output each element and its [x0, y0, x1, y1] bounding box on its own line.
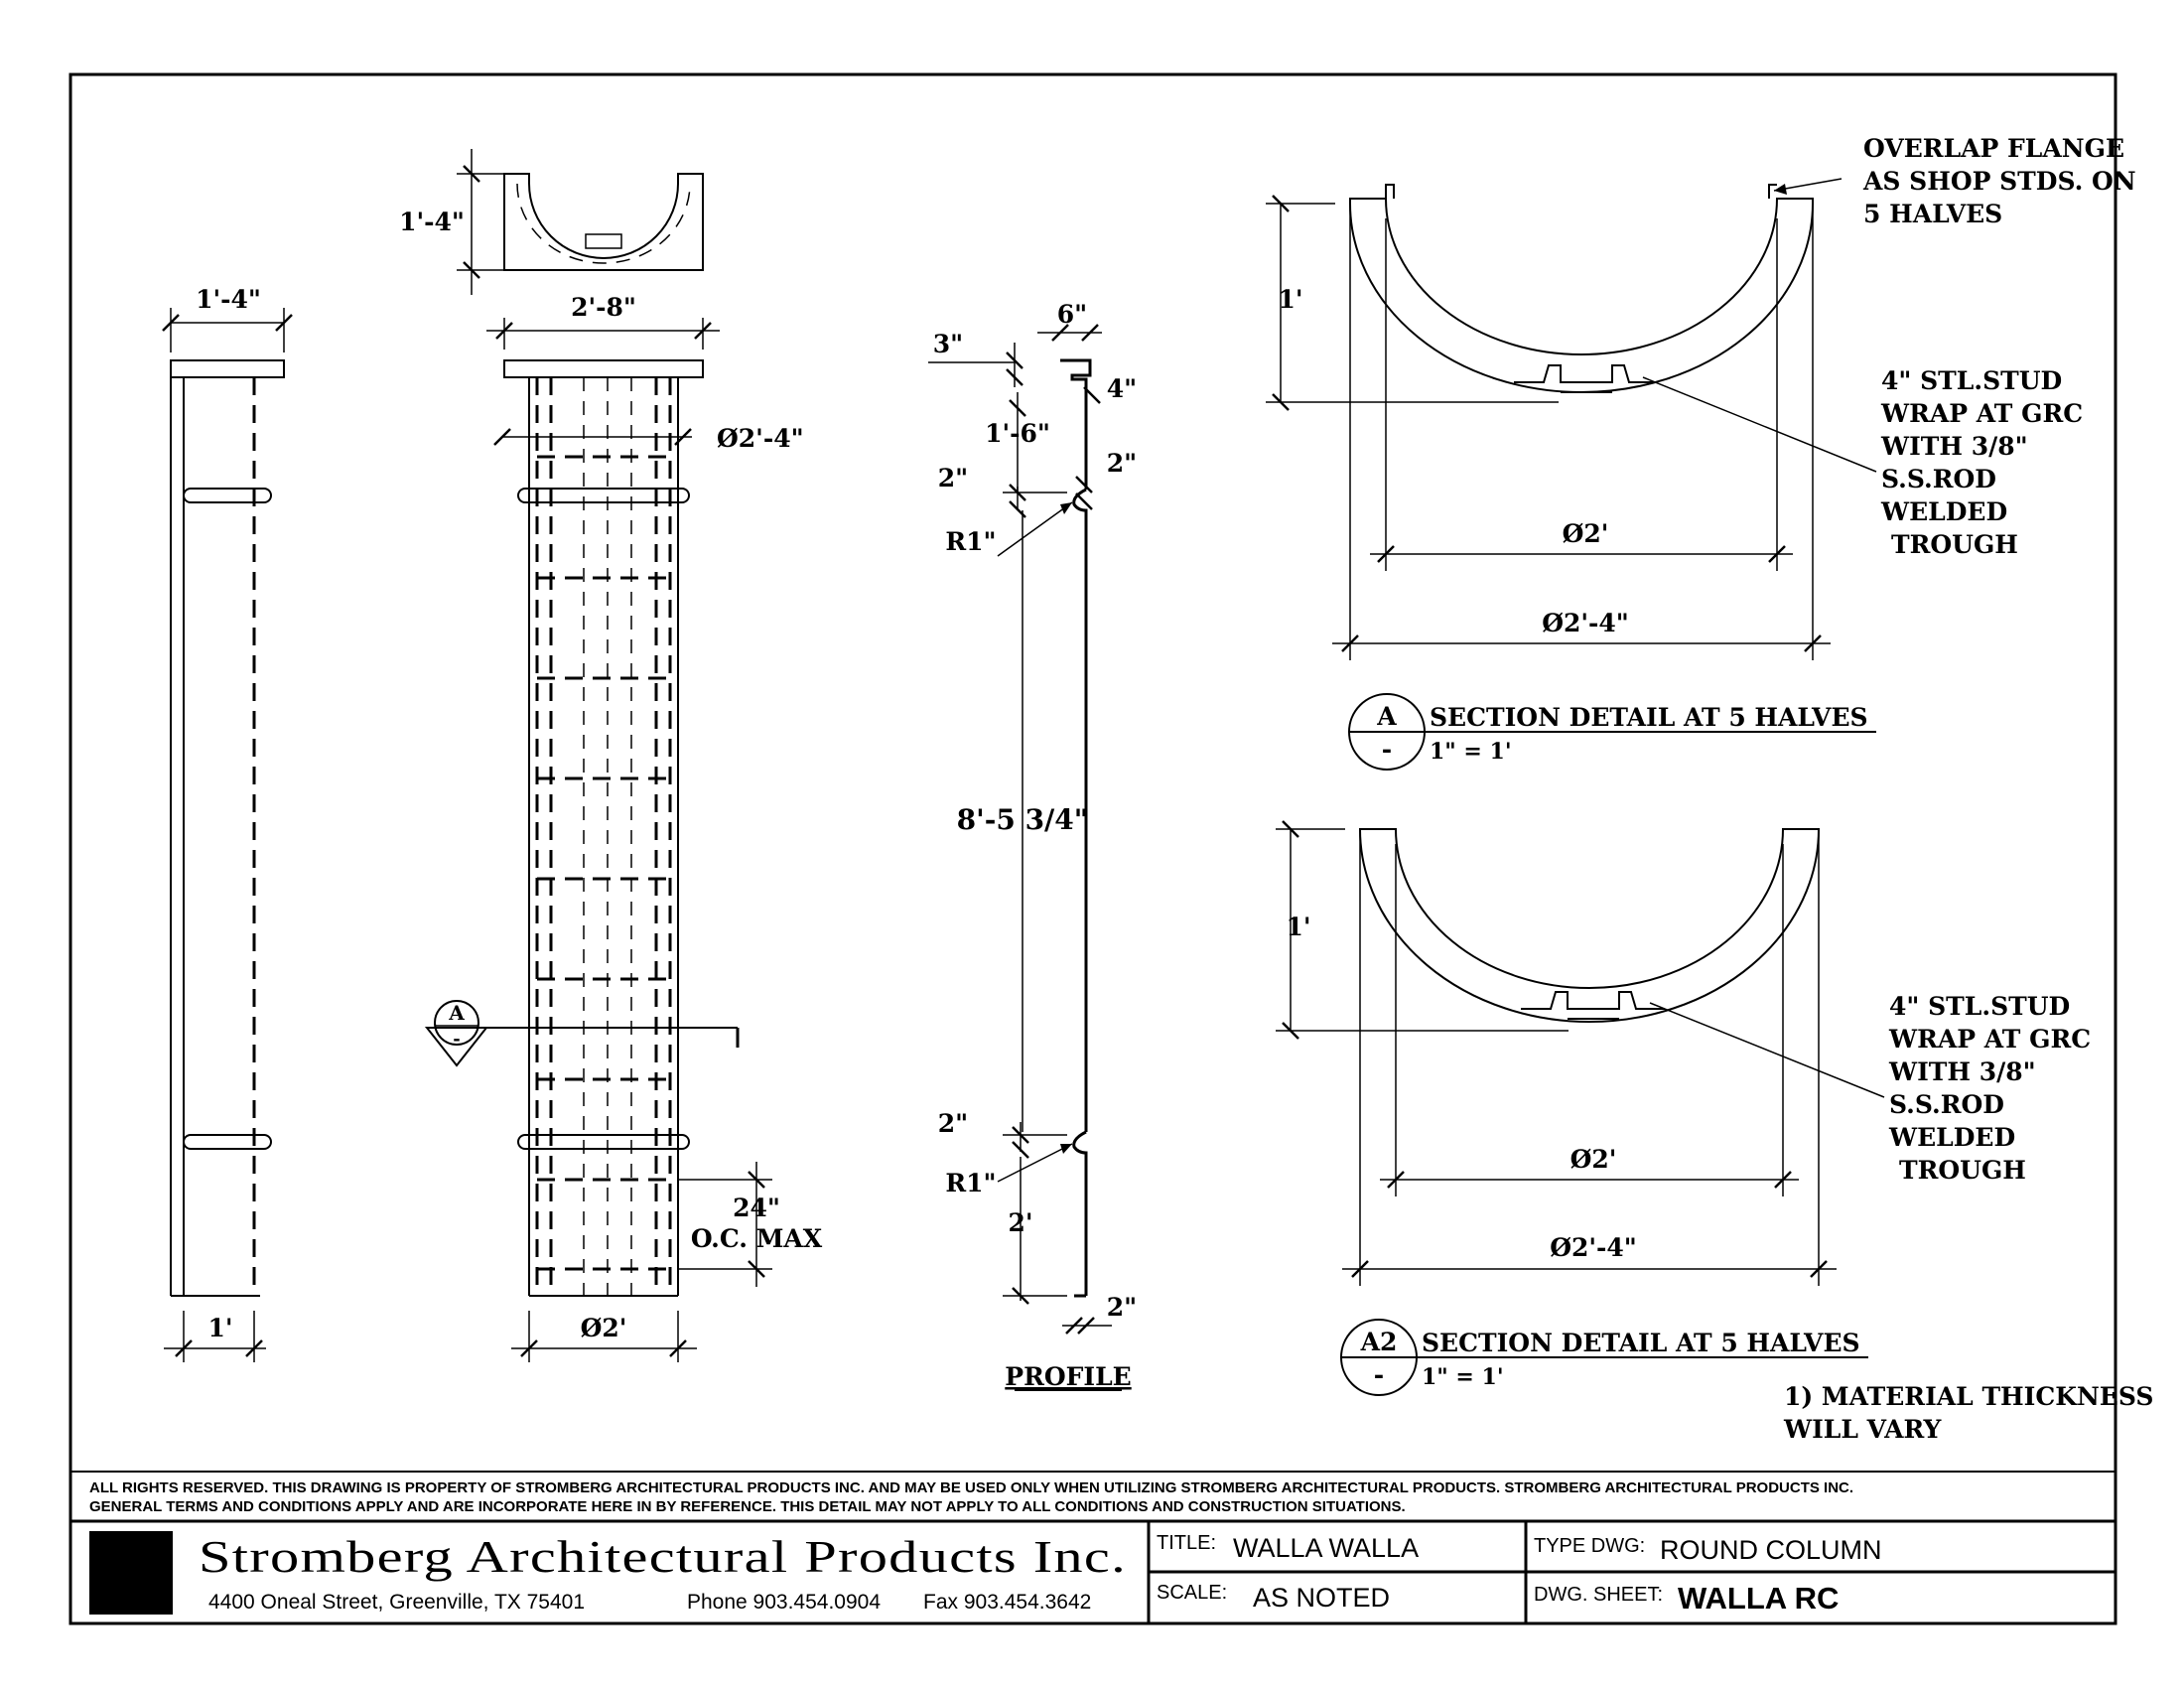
front-shaft-diameter-label: Ø2'-4" — [717, 424, 804, 453]
company-address: 4400 Oneal Street, Greenville, TX 75401 — [208, 1591, 585, 1614]
sheet-border — [68, 72, 2117, 1625]
sheet-label: DWG. SHEET: — [1534, 1584, 1663, 1606]
section-a-stud-note-4: S.S.ROD — [1881, 465, 1996, 493]
profile-height: 8'-5 3/4" — [957, 803, 1089, 836]
section-a2-stud-note-3: WITH 3/8" — [1888, 1057, 2036, 1086]
section-detail-a2: 1' Ø2' Ø2'-4" 4" STL.STUD WRAP AT GRC WI… — [1276, 820, 2091, 1396]
section-a-stud-note-1: 4" STL.STUD — [1881, 366, 2062, 395]
profile-dim-2-bottom-right: 2" — [1107, 1293, 1137, 1322]
section-a2-stud-note-2: WRAP AT GRC — [1888, 1025, 2091, 1054]
profile-dim-3: 3" — [933, 330, 963, 358]
company-phone: Phone 903.454.0904 — [687, 1591, 881, 1614]
company-fax: Fax 903.454.3642 — [923, 1591, 1091, 1614]
profile-dim-1-6: 1'-6" — [985, 419, 1050, 448]
section-a2-stud-note-5: WELDED — [1888, 1123, 2015, 1152]
section-a2-tag-bottom: - — [1374, 1360, 1384, 1389]
front-section-tag-sheet: - — [453, 1029, 460, 1050]
section-a-scale: 1" = 1' — [1430, 739, 1512, 765]
profile-detail: 6" 3" 4" 1'-6" 2" 2" R1" 8'-5 3/4" — [928, 300, 1137, 1391]
disclaimer-line-1: ALL RIGHTS RESERVED. THIS DRAWING IS PRO… — [89, 1479, 1853, 1496]
section-a2-stud-note-4: S.S.ROD — [1889, 1090, 2004, 1119]
company-name: Stromberg Architectural Products Inc. — [199, 1531, 1127, 1582]
section-a-flange-note-3: 5 HALVES — [1863, 200, 2002, 228]
front-elevation: 1'-4" 2'-8" — [399, 149, 823, 1362]
sheet-value: WALLA RC — [1678, 1581, 1839, 1616]
title-value: WALLA WALLA — [1233, 1533, 1419, 1563]
side-top-width-label: 1'-4" — [196, 285, 261, 314]
section-a2-stud-note-1: 4" STL.STUD — [1889, 992, 2070, 1021]
section-a-stud-note-2: WRAP AT GRC — [1880, 399, 2083, 428]
scale-value: AS NOTED — [1253, 1583, 1390, 1613]
front-top-height-label: 1'-4" — [399, 208, 465, 236]
scale-label: SCALE: — [1157, 1582, 1227, 1604]
company-logo — [89, 1531, 173, 1615]
section-a2-stud-note-6: TROUGH — [1899, 1156, 2026, 1185]
profile-title: PROFILE — [1005, 1362, 1131, 1391]
section-a2-height: 1' — [1286, 913, 1310, 941]
section-a-tag-bottom: - — [1382, 735, 1392, 764]
general-notes: 1) MATERIAL THICKNESS WILL VARY — [1783, 1382, 2153, 1444]
section-a2-inner-diameter: Ø2' — [1570, 1145, 1617, 1174]
side-bottom-width-label: 1' — [207, 1314, 232, 1342]
profile-radius-top: R1" — [945, 527, 996, 556]
side-elevation: 1'-4" 1' — [162, 285, 293, 1362]
profile-dim-4: 4" — [1107, 374, 1137, 403]
section-detail-a: 1' Ø2' Ø2'-4" OVERLAP FLANGE AS SHOP STD… — [1266, 134, 2136, 771]
front-bottom-diameter-label: Ø2' — [581, 1314, 627, 1342]
title-label: TITLE: — [1157, 1532, 1216, 1554]
section-a2-title: SECTION DETAIL AT 5 HALVES — [1422, 1329, 1860, 1357]
type-label: TYPE DWG: — [1534, 1535, 1645, 1557]
section-a2-tag-top: A2 — [1360, 1328, 1398, 1356]
front-spacing-label: O.C. MAX — [691, 1224, 823, 1253]
section-a-outer-diameter: Ø2'-4" — [1542, 609, 1629, 637]
front-section-tag-letter: A — [448, 1001, 465, 1025]
section-a-stud-note-6: TROUGH — [1891, 530, 2018, 559]
general-note-1: 1) MATERIAL THICKNESS — [1784, 1382, 2153, 1411]
profile-radius-bottom: R1" — [945, 1169, 996, 1197]
section-a-flange-note-1: OVERLAP FLANGE — [1863, 134, 2124, 163]
disclaimer-line-2: GENERAL TERMS AND CONDITIONS APPLY AND A… — [89, 1498, 1406, 1515]
general-note-2: WILL VARY — [1783, 1415, 1942, 1444]
profile-dim-2-top-left: 2" — [938, 464, 968, 492]
section-a-tag-top: A — [1376, 702, 1397, 731]
section-a2-scale: 1" = 1' — [1422, 1364, 1504, 1390]
section-a-height: 1' — [1278, 285, 1302, 314]
disclaimer: ALL RIGHTS RESERVED. THIS DRAWING IS PRO… — [70, 1471, 2116, 1515]
section-a-stud-note-3: WITH 3/8" — [1880, 432, 2028, 461]
front-top-width-label: 2'-8" — [571, 293, 636, 322]
section-a-title: SECTION DETAIL AT 5 HALVES — [1430, 703, 1868, 732]
profile-dim-2-top-right: 2" — [1107, 449, 1137, 478]
front-spacing-value: 24" — [733, 1194, 780, 1222]
section-a-inner-diameter: Ø2' — [1563, 519, 1609, 548]
section-a-stud-note-5: WELDED — [1880, 497, 2007, 526]
section-a2-outer-diameter: Ø2'-4" — [1550, 1233, 1637, 1262]
title-block: Stromberg Architectural Products Inc. 44… — [70, 1519, 2116, 1623]
type-value: ROUND COLUMN — [1660, 1535, 1882, 1565]
profile-dim-2-ft: 2' — [1008, 1208, 1032, 1237]
profile-dim-2-bottom-left: 2" — [938, 1109, 968, 1138]
profile-dim-6: 6" — [1057, 300, 1087, 329]
section-a-flange-note-2: AS SHOP STDS. ON — [1862, 167, 2136, 196]
